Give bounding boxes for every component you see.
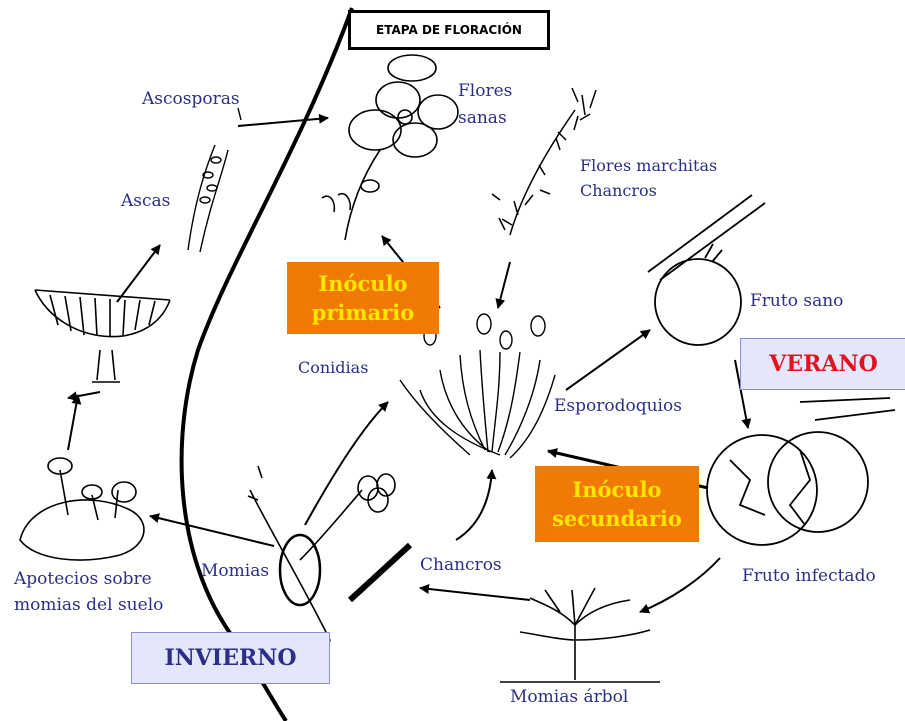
infected-fruit-drawing — [707, 398, 895, 545]
asci-drawing — [188, 108, 241, 252]
asci-label: Ascas — [121, 190, 170, 212]
tree-mummies-label: Momias árbol — [510, 686, 628, 708]
apothecia-label-line2: momias del suelo — [14, 594, 163, 616]
primary-inoculum-line2: primario — [287, 298, 439, 327]
apothecia-label-line1: Apotecios sobre — [14, 568, 152, 590]
conidia-chains-drawing — [400, 314, 555, 458]
primary-inoculum-line1: Inóculo — [287, 269, 439, 298]
healthy-fruit-label: Fruto sano — [750, 290, 843, 312]
apothecia-on-mummies-drawing — [20, 458, 144, 560]
summer-label-box: VERANO — [740, 338, 905, 390]
conidia-label: Conidias — [298, 357, 368, 379]
mummies-label: Momias — [201, 560, 269, 582]
primary-inoculum-box: Inóculo primario — [287, 262, 439, 334]
flowering-stage-label: ETAPA DE FLORACIÓN — [348, 10, 550, 50]
tree-drawing — [500, 588, 660, 682]
apothecium-section-drawing — [35, 290, 170, 382]
cankers-top-label: Chancros — [580, 180, 657, 202]
secondary-inoculum-line2: secundario — [535, 504, 699, 533]
secondary-inoculum-box: Inóculo secundario — [535, 466, 699, 542]
healthy-flowers-label-line2: sanas — [458, 107, 507, 129]
healthy-flowers-drawing — [322, 55, 458, 240]
winter-label-box: INVIERNO — [131, 632, 330, 684]
healthy-fruit-drawing — [648, 195, 765, 345]
secondary-inoculum-line1: Inóculo — [535, 475, 699, 504]
cankers-bottom-label: Chancros — [420, 554, 502, 576]
infected-fruit-label: Fruto infectado — [742, 565, 876, 587]
healthy-flowers-label-line1: Flores — [458, 80, 512, 102]
ascospores-label: Ascosporas — [142, 88, 240, 110]
wilted-flowers-label: Flores marchitas — [580, 155, 717, 177]
sporodochia-label: Esporodoquios — [554, 395, 682, 417]
